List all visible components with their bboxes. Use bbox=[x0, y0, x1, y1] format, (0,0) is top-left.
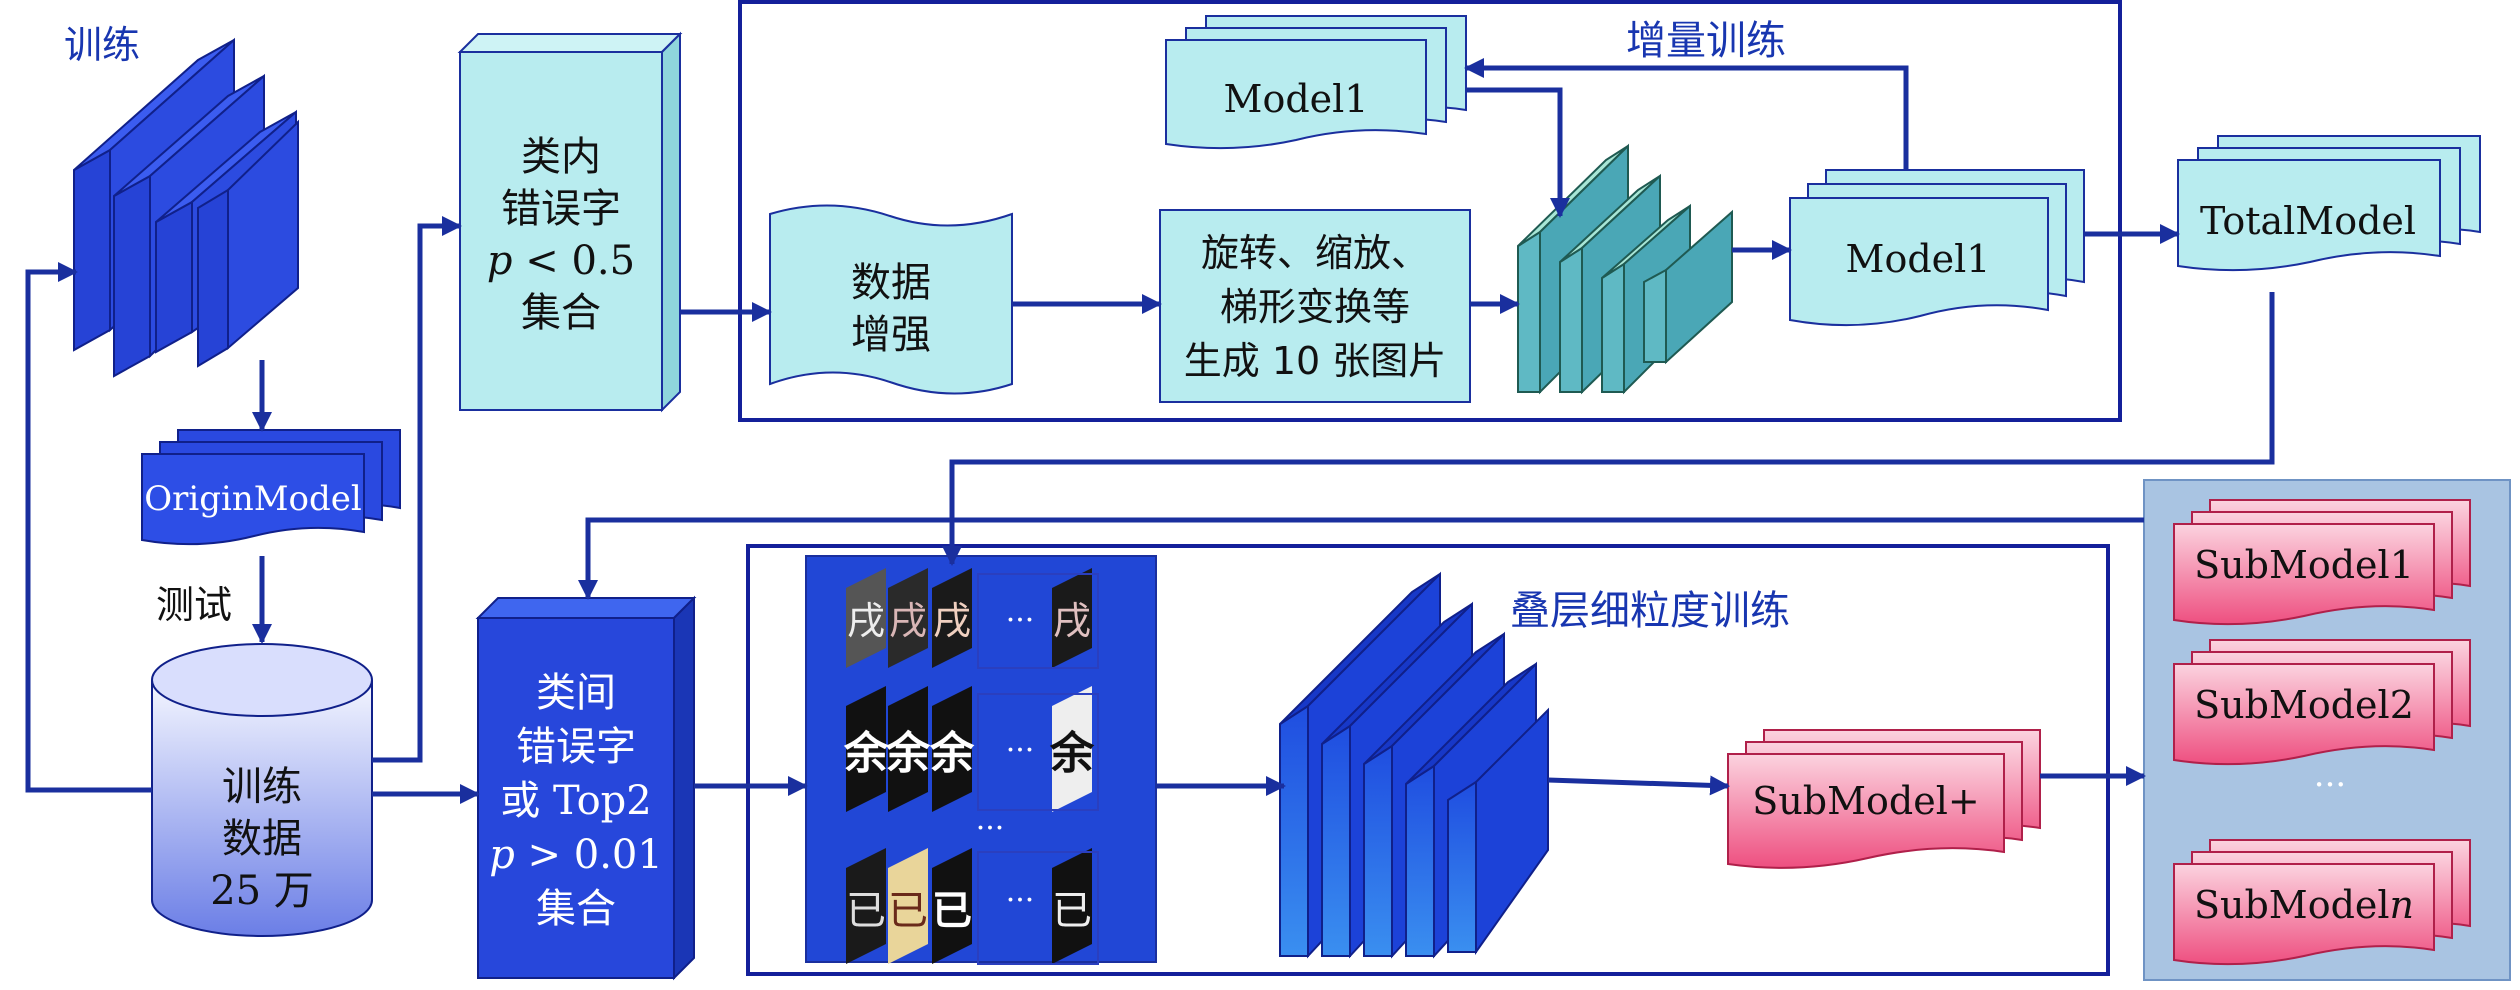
stacked-frame bbox=[746, 544, 2110, 976]
connectors bbox=[25, 58, 2275, 804]
train-data-line1: 训练 bbox=[222, 764, 302, 810]
char-r3-ellipsis: ··· bbox=[1006, 883, 1035, 918]
char-r1-1: 戌 bbox=[847, 599, 885, 643]
char-r3-1: 已 bbox=[846, 888, 886, 934]
model1-mid-node: Model1 bbox=[1789, 169, 2085, 327]
submodel-plus-label: SubModel+ bbox=[1752, 779, 1979, 823]
char-r2-2: 余 bbox=[885, 728, 931, 779]
augment-line2: 增强 bbox=[851, 312, 931, 358]
arrow-stacked-to-submodelplus bbox=[1547, 775, 1730, 796]
model1-top-node: Model1 bbox=[1165, 15, 1467, 150]
transform-line2: 梯形变换等 bbox=[1220, 285, 1410, 329]
char-row-1: 戌 戌 戌 戌 ··· bbox=[846, 568, 1099, 669]
submodel-1-label: SubModel1 bbox=[2194, 543, 2414, 587]
inter-line1: 类间 bbox=[536, 670, 616, 716]
intra-line4: 集合 bbox=[521, 290, 601, 336]
intra-line1: 类内 bbox=[521, 134, 601, 180]
char-r1-3: 戌 bbox=[933, 599, 971, 643]
arrow-model1-to-network bbox=[1466, 87, 1570, 218]
label-train-top: 训练 bbox=[64, 23, 140, 67]
submodel-n-label: SubModeln bbox=[2194, 883, 2414, 927]
char-r2-1: 余 bbox=[843, 728, 889, 779]
char-r1-ellipsis: ··· bbox=[1006, 603, 1035, 638]
char-r1-4: 戌 bbox=[1053, 599, 1091, 643]
incremental-frame bbox=[738, 0, 2122, 422]
incremental-network-icon bbox=[1517, 143, 1733, 395]
arrow-data-to-train bbox=[25, 262, 152, 793]
train-data-cylinder: 训练 数据 25 万 bbox=[151, 643, 373, 937]
submodel-2-label: SubModel2 bbox=[2194, 683, 2414, 727]
inter-line4: p > 0.01 bbox=[489, 832, 663, 878]
model1-top-label: Model1 bbox=[1224, 77, 1369, 121]
origin-model-label: OriginModel bbox=[144, 479, 362, 519]
arrow-submodels-to-inter bbox=[578, 517, 2144, 600]
arrow-model1-loop bbox=[1464, 58, 1909, 170]
char-r3-2: 已 bbox=[888, 888, 928, 934]
train-data-line3: 25 万 bbox=[210, 868, 314, 914]
submodel-2-node: SubModel2 bbox=[2173, 639, 2471, 766]
inter-line2: 错误字 bbox=[516, 724, 636, 770]
label-incremental: 增量训练 bbox=[1626, 18, 1786, 64]
char-row-3: 已 已 已 已 ··· bbox=[846, 848, 1099, 965]
arrow-data-to-intra bbox=[372, 216, 462, 763]
total-model-label: TotalModel bbox=[2200, 199, 2416, 243]
stacked-network-icon bbox=[1279, 571, 1549, 959]
train-network-icon bbox=[73, 37, 299, 378]
submodel-plus-node: SubModel+ bbox=[1727, 729, 2041, 869]
arrow-total-to-samples bbox=[942, 292, 2275, 566]
char-row-2: 余 余 余 余 ··· bbox=[843, 686, 1099, 812]
transform-line1: 旋转、缩放、 bbox=[1201, 231, 1429, 275]
model1-mid-label: Model1 bbox=[1846, 237, 1991, 281]
submodel-n-node: SubModeln bbox=[2173, 839, 2471, 966]
intra-line3: p < 0.5 bbox=[487, 238, 635, 284]
char-r3-4: 已 bbox=[1052, 888, 1092, 934]
total-model-node: TotalModel bbox=[2177, 135, 2481, 272]
label-stacked: 叠层细粒度训练 bbox=[1510, 588, 1790, 634]
submodel-1-node: SubModel1 bbox=[2173, 499, 2471, 626]
augment-line1: 数据 bbox=[851, 260, 931, 306]
train-data-line2: 数据 bbox=[222, 816, 302, 862]
intra-line2: 错误字 bbox=[501, 186, 621, 232]
inter-line3: 或 Top2 bbox=[500, 778, 651, 824]
char-r2-3: 余 bbox=[929, 728, 975, 779]
char-r2-4: 余 bbox=[1049, 728, 1095, 779]
inter-line5: 集合 bbox=[536, 886, 616, 932]
intra-class-box: 类内 错误字 p < 0.5 集合 bbox=[457, 31, 683, 413]
label-test: 测试 bbox=[156, 583, 232, 627]
submodel-dots: ··· bbox=[2314, 765, 2346, 805]
data-augment-node: 数据 增强 bbox=[769, 204, 1013, 395]
char-sample-panel: 戌 戌 戌 戌 ··· 余 余 余 余 ··· ··· 已 bbox=[805, 555, 1157, 965]
transform-node: 旋转、缩放、 梯形变换等 生成 10 张图片 bbox=[1159, 209, 1471, 403]
origin-model-node: OriginModel bbox=[141, 429, 401, 546]
char-r2-ellipsis: ··· bbox=[1006, 733, 1035, 768]
transform-line3: 生成 10 张图片 bbox=[1184, 339, 1447, 383]
char-vdots: ··· bbox=[976, 811, 1005, 846]
char-r3-3: 已 bbox=[932, 888, 972, 934]
char-r1-2: 戌 bbox=[889, 599, 927, 643]
inter-class-box: 类间 错误字 或 Top2 p > 0.01 集合 bbox=[475, 595, 697, 981]
